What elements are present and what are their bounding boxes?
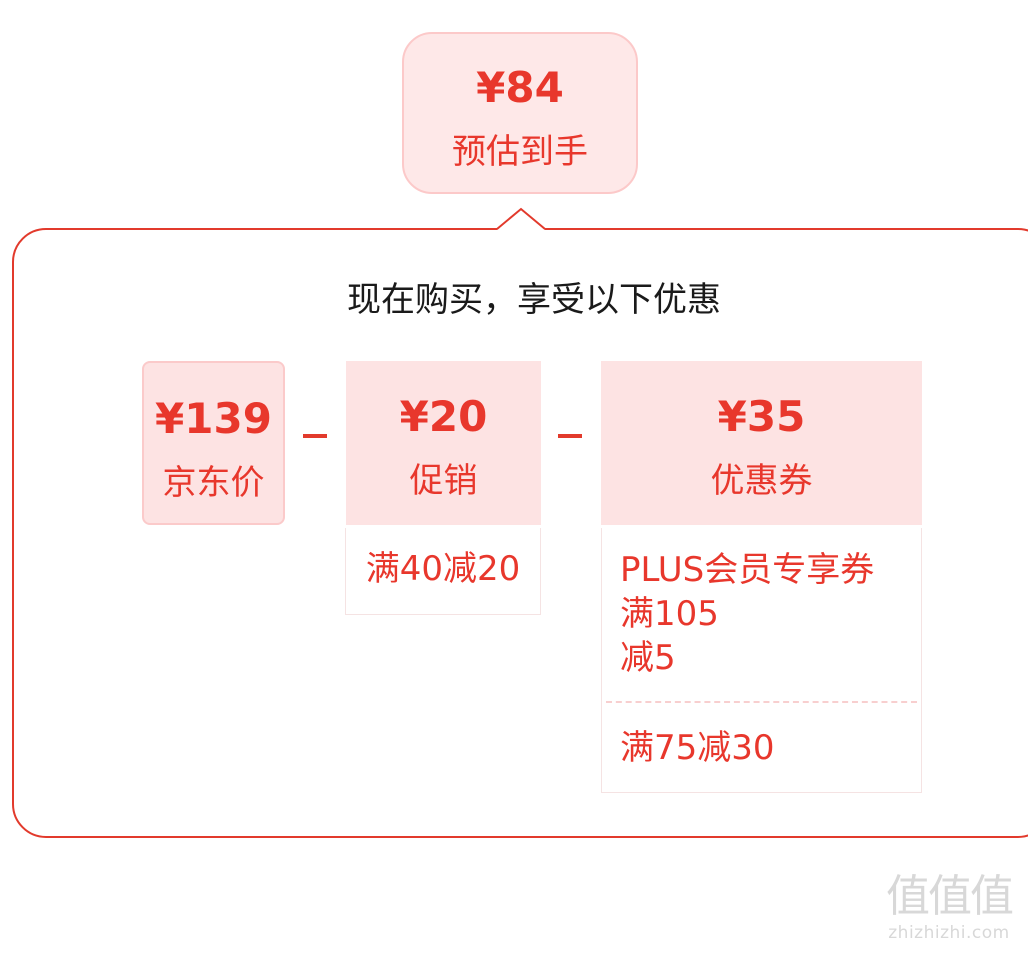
watermark-logo: 值值值 <box>886 871 1014 922</box>
coupon-amount: ¥35 <box>717 392 806 441</box>
minus-sign <box>303 434 327 438</box>
coupon-item-rule: 满75减30 <box>620 728 775 768</box>
watermark-url: zhizhizhi.com <box>888 923 1010 943</box>
estimated-price: ¥84 <box>476 63 564 112</box>
promotion-amount: ¥20 <box>399 392 488 441</box>
coupon-item-threshold: 满105 <box>620 594 719 634</box>
coupon-divider <box>606 701 917 703</box>
discount-breakdown-panel: 现在购买，享受以下优惠 ¥139 京东价 ¥20 促销 满40减20 ¥35 优… <box>12 228 1028 838</box>
coupon-box: ¥35 优惠券 <box>601 361 922 525</box>
coupon-item-plus: PLUS会员专享券 满105 减5 <box>620 548 915 680</box>
coupon-item-discount: 减5 <box>620 638 676 678</box>
callout-notch <box>496 207 546 230</box>
estimated-price-label: 预估到手 <box>452 132 588 172</box>
coupon-label: 优惠券 <box>710 461 813 501</box>
coupon-item-title: PLUS会员专享券 <box>620 550 875 590</box>
promotion-rule: 满40减20 <box>365 549 521 589</box>
promotion-box: ¥20 促销 <box>346 361 541 525</box>
coupon-details: PLUS会员专享券 满105 减5 满75减30 <box>601 528 922 793</box>
promotion-details: 满40减20 <box>345 528 541 615</box>
estimated-price-card: ¥84 预估到手 <box>402 32 638 194</box>
minus-sign <box>558 434 582 438</box>
jd-price-box: ¥139 京东价 <box>142 361 285 525</box>
panel-heading: 现在购买，享受以下优惠 <box>347 280 721 320</box>
jd-price: ¥139 <box>155 394 272 443</box>
promotion-label: 促销 <box>409 461 478 501</box>
watermark: 值值值 zhizhizhi.com <box>874 872 1024 944</box>
jd-price-label: 京东价 <box>162 463 265 503</box>
